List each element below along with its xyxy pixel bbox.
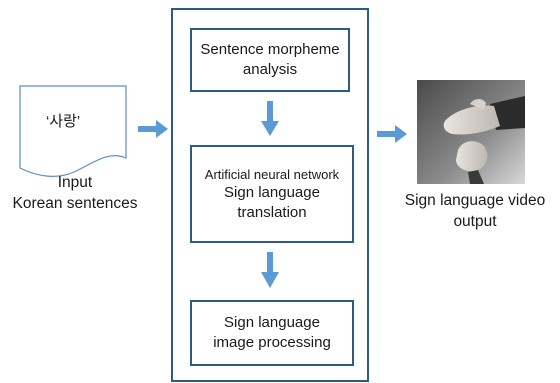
- step-sentence-morpheme-analysis: Sentence morpheme analysis: [190, 28, 350, 92]
- step3-line1: Sign language: [224, 314, 320, 331]
- step-sign-language-image-processing: Sign language image processing: [190, 300, 354, 366]
- input-caption-line2: Korean sentences: [12, 195, 138, 212]
- document-shape: [19, 85, 127, 177]
- output-caption-line1: Sign language video: [404, 192, 546, 209]
- process-frame: [171, 8, 369, 382]
- step1-line2: analysis: [242, 61, 298, 78]
- arrow-input-to-process: [138, 120, 168, 138]
- step1-line1: Sentence morpheme: [200, 41, 340, 58]
- step2-sub: Artificial neural network: [204, 166, 340, 182]
- input-caption-line1: Input: [57, 174, 93, 191]
- document-text: ‘사랑’: [46, 113, 81, 130]
- sign-language-video-image: [417, 80, 525, 184]
- step2-line1: Sign language: [224, 183, 320, 201]
- step2-line2: translation: [237, 203, 307, 221]
- step-sign-language-translation: Artificial neural network Sign language …: [190, 145, 354, 243]
- arrow-process-to-output: [377, 125, 407, 143]
- step3-line2: image processing: [213, 334, 331, 351]
- output-caption: Sign language video output: [392, 190, 558, 232]
- arrow-step1-to-step2: [261, 101, 279, 136]
- input-caption: Input Korean sentences: [5, 172, 145, 214]
- output-caption-line2: output: [453, 213, 497, 230]
- arrow-step2-to-step3: [261, 252, 279, 288]
